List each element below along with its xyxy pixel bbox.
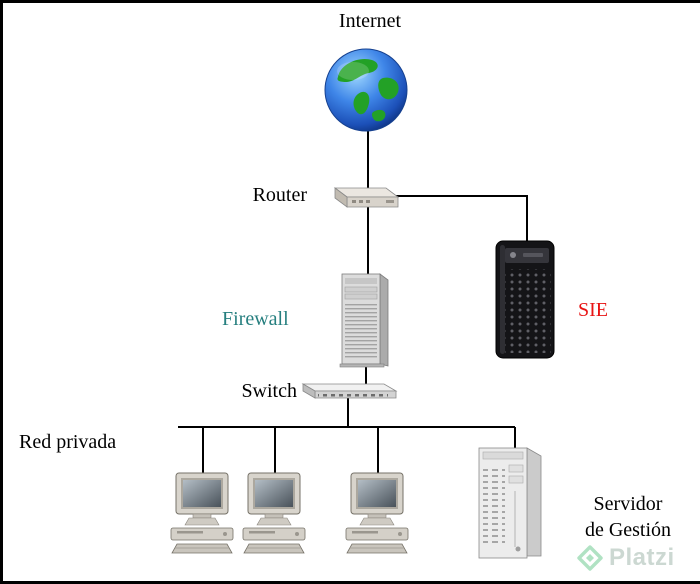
firewall-label: Firewall [222,308,289,330]
switch-device-icon [298,381,400,401]
workstation-icon [238,470,310,558]
platzi-watermark-text: Platzi [609,544,675,571]
switch-label: Switch [241,380,297,402]
platzi-logo-icon [577,545,603,571]
private-network-label: Red privada [19,431,117,453]
sie-label: SIE [578,299,608,321]
platzi-watermark: Platzi [577,544,675,572]
management-server-label-line2: de Gestión [584,519,672,541]
management-server-label-line1: Servidor [593,493,663,515]
firewall-device-icon [336,271,394,368]
internet-globe-icon [323,47,409,133]
management-server-label: Servidor de Gestión [564,491,692,543]
connection-lines [178,113,528,485]
sie-server-icon [493,237,559,361]
router-device-icon [326,181,401,213]
workstation-icon [166,470,238,558]
router-label: Router [252,184,307,206]
internet-label: Internet [338,10,402,32]
management-server-icon [471,443,549,561]
workstation-icon [341,470,413,558]
